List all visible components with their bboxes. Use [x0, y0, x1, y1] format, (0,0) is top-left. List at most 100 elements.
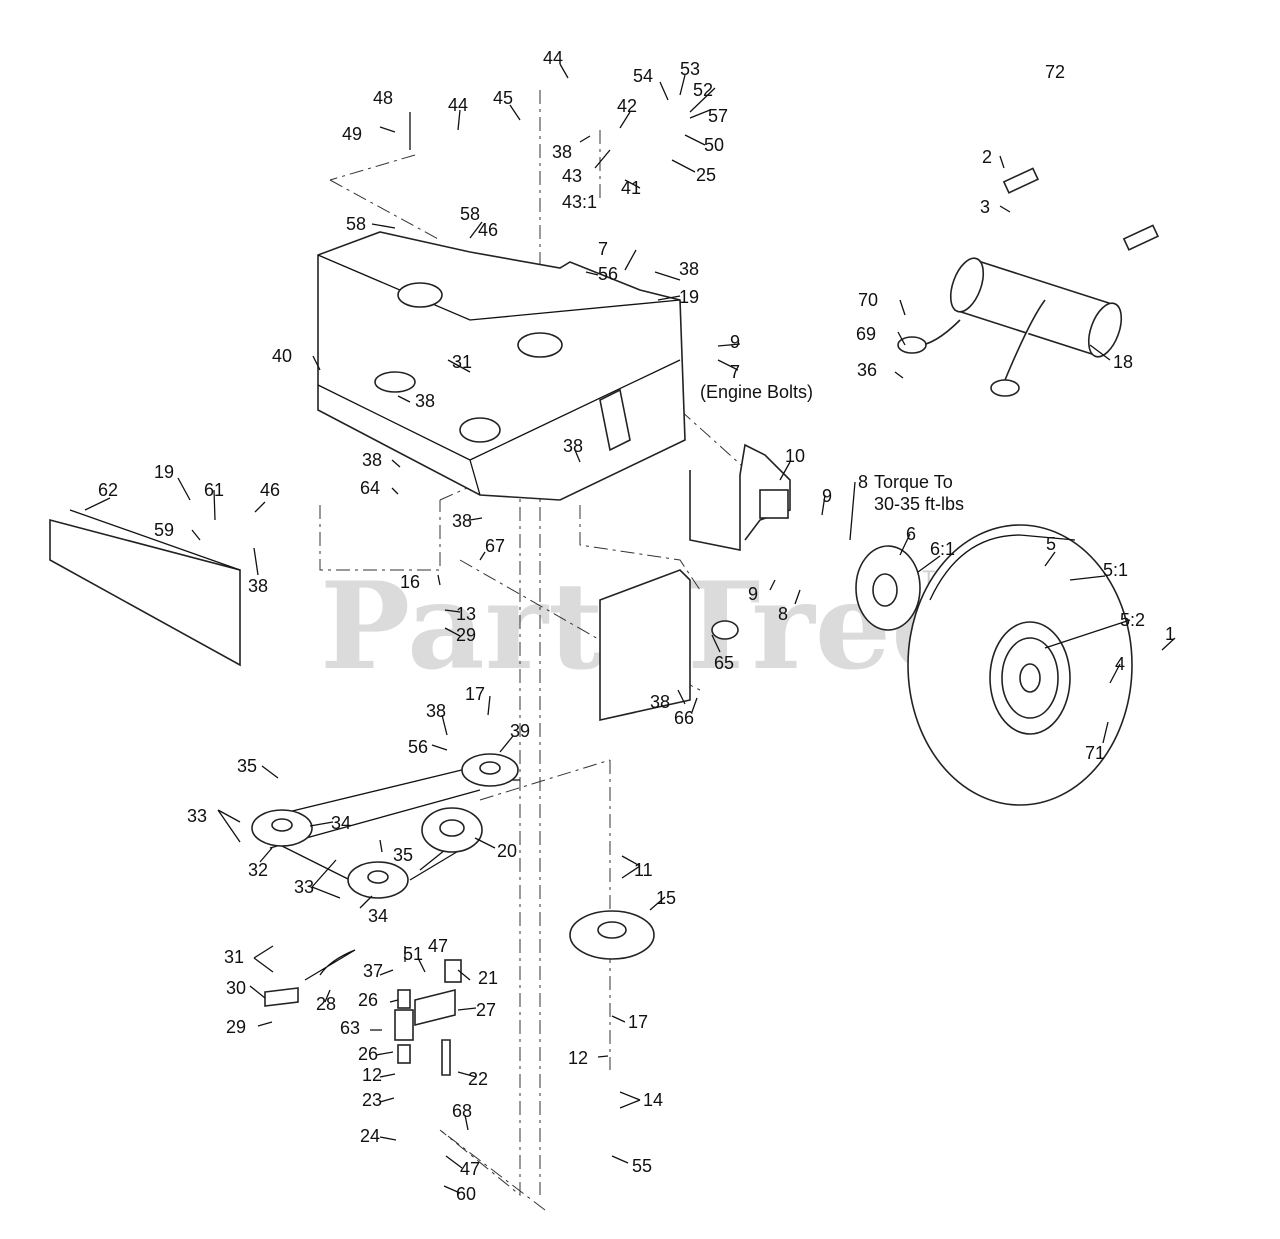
callout-43-1: 43:1 [562, 192, 597, 212]
callout-12a: 12 [568, 1048, 588, 1068]
callout-23: 23 [362, 1090, 382, 1110]
callout-37: 37 [363, 961, 383, 981]
callout-69: 69 [856, 324, 876, 344]
callout-45: 45 [493, 88, 513, 108]
callout-38f: 38 [452, 511, 472, 531]
callout-11: 11 [634, 860, 653, 880]
callout-2: 2 [982, 147, 992, 167]
wheel-hub [855, 545, 921, 631]
callout-35a: 35 [237, 756, 257, 776]
callout-27: 27 [476, 1000, 496, 1020]
callout-28: 28 [316, 994, 336, 1014]
callout-70: 70 [858, 290, 878, 310]
callout-25: 25 [696, 165, 716, 185]
callout-17a: 17 [465, 684, 485, 704]
callout-12b: 12 [362, 1065, 382, 1085]
callout-67: 67 [485, 536, 505, 556]
callout-38g: 38 [248, 576, 268, 596]
handle-bar [1002, 19, 1250, 251]
callout-43: 43 [562, 166, 582, 186]
callout-40: 40 [272, 346, 292, 366]
callout-68: 68 [452, 1101, 472, 1121]
callout-47a: 47 [428, 936, 448, 956]
callout-14: 14 [643, 1090, 663, 1110]
callout-5-1: 5:1 [1103, 560, 1128, 580]
callout-8a: 8 [858, 472, 868, 492]
callout-26a: 26 [358, 990, 378, 1010]
callout-64: 64 [360, 478, 380, 498]
note-engine-bolts: (Engine Bolts) [700, 382, 813, 402]
callout-35b: 35 [393, 845, 413, 865]
callout-8b: 8 [778, 604, 788, 624]
callout-6-1: 6:1 [930, 539, 955, 559]
callout-44a: 44 [543, 48, 563, 68]
callout-38c: 38 [415, 391, 435, 411]
callout-66: 66 [674, 708, 694, 728]
callout-44b: 44 [448, 95, 468, 115]
note-torque-line2: 30-35 ft-lbs [874, 494, 964, 514]
callout-33a: 33 [187, 806, 207, 826]
callout-30: 30 [226, 978, 246, 998]
callout-18: 18 [1113, 352, 1133, 372]
callout-47b: 47 [460, 1159, 480, 1179]
callout-5-2: 5:2 [1120, 610, 1145, 630]
callout-50: 50 [704, 135, 724, 155]
callout-34b: 34 [368, 906, 388, 926]
callout-53: 53 [680, 59, 700, 79]
callout-54: 54 [633, 66, 653, 86]
callout-5: 5 [1046, 534, 1056, 554]
callout-56a: 56 [598, 264, 618, 284]
callout-20: 20 [497, 841, 517, 861]
callout-57: 57 [708, 106, 728, 126]
callout-31b: 31 [224, 947, 244, 967]
callout-61: 61 [204, 480, 224, 500]
callout-55: 55 [632, 1156, 652, 1176]
idler-arm [264, 949, 462, 1076]
callout-63: 63 [340, 1018, 360, 1038]
callout-9c: 9 [748, 584, 758, 604]
callout-7b: 7 [730, 362, 740, 382]
callout-38d: 38 [563, 436, 583, 456]
callout-48: 48 [373, 88, 393, 108]
callout-19b: 19 [154, 462, 174, 482]
callout-21: 21 [478, 968, 498, 988]
callout-6: 6 [906, 524, 916, 544]
callout-58a: 58 [346, 214, 366, 234]
callout-4: 4 [1115, 654, 1125, 674]
callout-38e: 38 [362, 450, 382, 470]
callout-72: 72 [1045, 62, 1065, 82]
callout-42: 42 [617, 96, 637, 116]
callout-22: 22 [468, 1069, 488, 1089]
callout-41: 41 [621, 178, 641, 198]
callout-58b: 58 [460, 204, 480, 224]
callout-38b: 38 [679, 259, 699, 279]
callout-29a: 29 [226, 1017, 246, 1037]
callout-56b: 56 [408, 737, 428, 757]
callout-39: 39 [510, 721, 530, 741]
muffler [897, 257, 1123, 397]
callout-16: 16 [400, 572, 420, 592]
callout-65: 65 [714, 653, 734, 673]
callout-15: 15 [656, 888, 676, 908]
callout-34a: 34 [331, 813, 351, 833]
callout-49: 49 [342, 124, 362, 144]
callout-38i: 38 [426, 701, 446, 721]
callout-labels: 1 2 3 4 5 5:1 5:2 6 6:1 7 7 8 8 9 9 9 10… [98, 48, 1175, 1204]
frame [317, 231, 686, 501]
axle-plate [599, 569, 739, 721]
callout-1: 1 [1165, 624, 1175, 644]
callout-46a: 46 [478, 220, 498, 240]
callout-9b: 9 [822, 486, 832, 506]
callout-38h: 38 [650, 692, 670, 712]
callout-29b: 29 [456, 625, 476, 645]
callout-33b: 33 [294, 877, 314, 897]
callout-51: 51 [403, 944, 423, 964]
callout-13: 13 [456, 604, 476, 624]
tire-assembly [907, 524, 1133, 806]
callout-36: 36 [857, 360, 877, 380]
callout-32: 32 [248, 860, 268, 880]
callout-19a: 19 [679, 287, 699, 307]
callout-9a: 9 [730, 332, 740, 352]
callout-59: 59 [154, 520, 174, 540]
callout-17b: 17 [628, 1012, 648, 1032]
